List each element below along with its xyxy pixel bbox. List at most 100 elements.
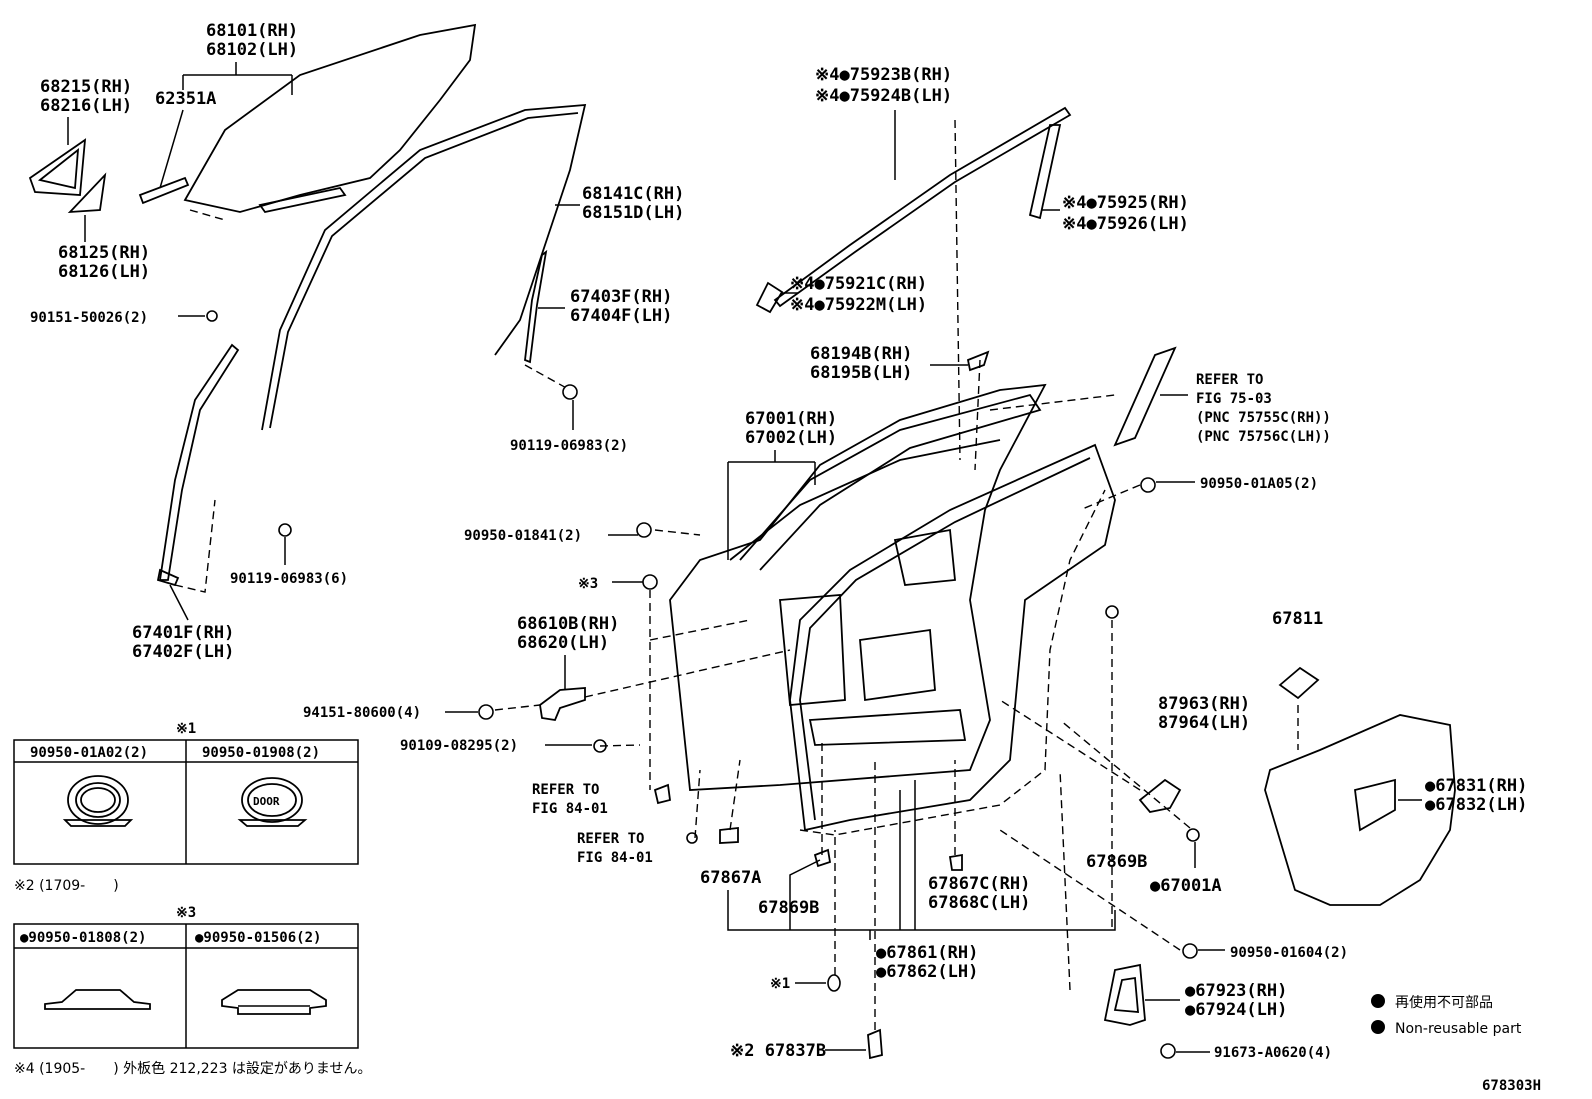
label-75926: ※4●75926(LH) (1062, 214, 1189, 234)
label-67861: ●67861(RH) (876, 943, 978, 963)
label-67001A: ●67001A (1150, 876, 1222, 896)
seal-67811 (1278, 666, 1320, 700)
label-90950-01841: 90950-01841(2) (464, 528, 582, 544)
table3-col2: ●90950-01506(2) (195, 930, 321, 946)
label-68195B: 68195B(LH) (810, 363, 912, 383)
label-68126: 68126(LH) (58, 262, 150, 282)
legend-en: Non-reusable part (1395, 1021, 1522, 1037)
triangle-seal-68215 (28, 138, 87, 196)
label-referB-line2: FIG 84-01 (577, 850, 653, 866)
label-75922M: ※4●75922M(LH) (790, 295, 927, 315)
label-90109: 90109-08295(2) (400, 738, 518, 754)
pillar-garnish-75925 (1028, 124, 1062, 220)
label-refer75-line2: FIG 75-03 (1196, 391, 1272, 407)
door-weatherstrip-67861 (789, 443, 1116, 832)
part-labels: 68101(RH) 68102(LH) 62351A 68215(RH) 682… (30, 21, 1541, 1094)
label-67832: ●67832(LH) (1425, 795, 1527, 815)
label-67869B-left: 67869B (758, 898, 819, 918)
label-62351A: 62351A (155, 89, 216, 109)
door-glass-part (183, 23, 477, 214)
check-assembly-icon (653, 783, 963, 1060)
label-67404F: 67404F(LH) (570, 306, 672, 326)
table1-col2: 90950-01908(2) (202, 745, 320, 761)
note-mark4: ※4 (1905- ) 外板色 212,223 は設定がありません。 (14, 1060, 372, 1077)
non-reusable-dot-icon (1371, 994, 1385, 1008)
label-67811: 67811 (1272, 609, 1323, 629)
label-67402F: 67402F(LH) (132, 642, 234, 662)
label-94151: 94151-80600(4) (303, 705, 421, 721)
plug-icon (221, 989, 327, 1015)
label-67924: ●67924(LH) (1185, 1000, 1287, 1020)
label-67002: 67002(LH) (745, 428, 837, 448)
division-bar-67403F (524, 249, 571, 391)
moulding-end-75921C (755, 281, 784, 314)
label-68194B: 68194B(RH) (810, 344, 912, 364)
clip-68194B (966, 350, 990, 372)
table-mark1: ※1 90950-01A02(2) 90950-01908(2) DOOR (13, 721, 359, 865)
plug-icon (44, 989, 151, 1010)
legend: 再使用不可部品 Non-reusable part (1371, 994, 1522, 1037)
lock-assembly-67923 (1103, 963, 1146, 1026)
pillar-garnish-75755C (1113, 346, 1177, 447)
label-75925: ※4●75925(RH) (1062, 193, 1189, 213)
label-67923: ●67923(RH) (1185, 981, 1287, 1001)
label-68216: 68216(LH) (40, 96, 132, 116)
label-67403F: 67403F(RH) (570, 287, 672, 307)
label-referA-line2: FIG 84-01 (532, 801, 608, 817)
label-mark1: ※1 (770, 976, 790, 992)
label-68102: 68102(LH) (206, 40, 298, 60)
label-67401F: 67401F(RH) (132, 623, 234, 643)
label-90119-2: 90119-06983(2) (510, 438, 628, 454)
door-plug-text: DOOR (253, 795, 280, 808)
label-68151D: 68151D(LH) (582, 203, 684, 223)
belt-moulding-75923B (773, 106, 1072, 308)
table3-col1: ●90950-01808(2) (20, 930, 146, 946)
table-mark3: ※3 ●90950-01808(2) ●90950-01506(2) (13, 905, 359, 1049)
door-panel-67001 (669, 383, 1047, 791)
label-67867A: 67867A (700, 868, 761, 888)
table3-mark: ※3 (176, 905, 196, 921)
note-mark2: ※2 (1709- ) (14, 878, 119, 894)
label-67868C: 67868C(LH) (928, 893, 1030, 913)
screw-icon (593, 605, 1176, 1059)
label-67837B: ※2 67837B (730, 1041, 826, 1061)
grommet-icon (62, 775, 134, 827)
label-90119-6: 90119-06983(6) (230, 571, 348, 587)
label-mark3: ※3 (578, 576, 598, 592)
bracket-87963 (1138, 778, 1182, 813)
label-refer75-line4: (PNC 75756C(LH)) (1196, 429, 1331, 445)
service-hole-cover-67831 (1264, 714, 1456, 906)
label-68620: 68620(LH) (517, 633, 609, 653)
hole-plug-icon (478, 477, 1200, 992)
door-hinge-68610B (539, 687, 586, 721)
label-90151: 90151-50026(2) (30, 310, 148, 326)
non-reusable-dot-icon (1371, 1020, 1385, 1034)
label-refer75-line3: (PNC 75755C(RH)) (1196, 410, 1331, 426)
label-referA-line1: REFER TO (532, 782, 599, 798)
label-75924B: ※4●75924B(LH) (815, 86, 952, 106)
label-75921C: ※4●75921C(RH) (790, 274, 927, 294)
label-refer75-line1: REFER TO (1196, 372, 1263, 388)
label-68125: 68125(RH) (58, 243, 150, 263)
label-75923B: ※4●75923B(RH) (815, 65, 952, 85)
rear-channel-67401F (156, 343, 240, 593)
glass-bracket-62351A (138, 176, 190, 205)
label-67869B-right: 67869B (1086, 852, 1147, 872)
table1-mark: ※1 (176, 721, 196, 737)
label-87963: 87963(RH) (1158, 694, 1250, 714)
label-87964: 87964(LH) (1158, 713, 1250, 733)
glass-run-68141C (261, 104, 587, 431)
label-68610B: 68610B(RH) (517, 614, 619, 634)
label-67001: 67001(RH) (745, 409, 837, 429)
label-67867C: 67867C(RH) (928, 874, 1030, 894)
bolt-icon (206, 310, 578, 537)
label-68101: 68101(RH) (206, 21, 298, 41)
label-90950-01A05: 90950-01A05(2) (1200, 476, 1318, 492)
label-67831: ●67831(RH) (1425, 776, 1527, 796)
label-68215: 68215(RH) (40, 77, 132, 97)
label-67862: ●67862(LH) (876, 962, 978, 982)
legend-jp: 再使用不可部品 (1395, 994, 1493, 1011)
label-91673: 91673-A0620(4) (1214, 1045, 1332, 1061)
diagram-id: 678303H (1482, 1078, 1541, 1094)
